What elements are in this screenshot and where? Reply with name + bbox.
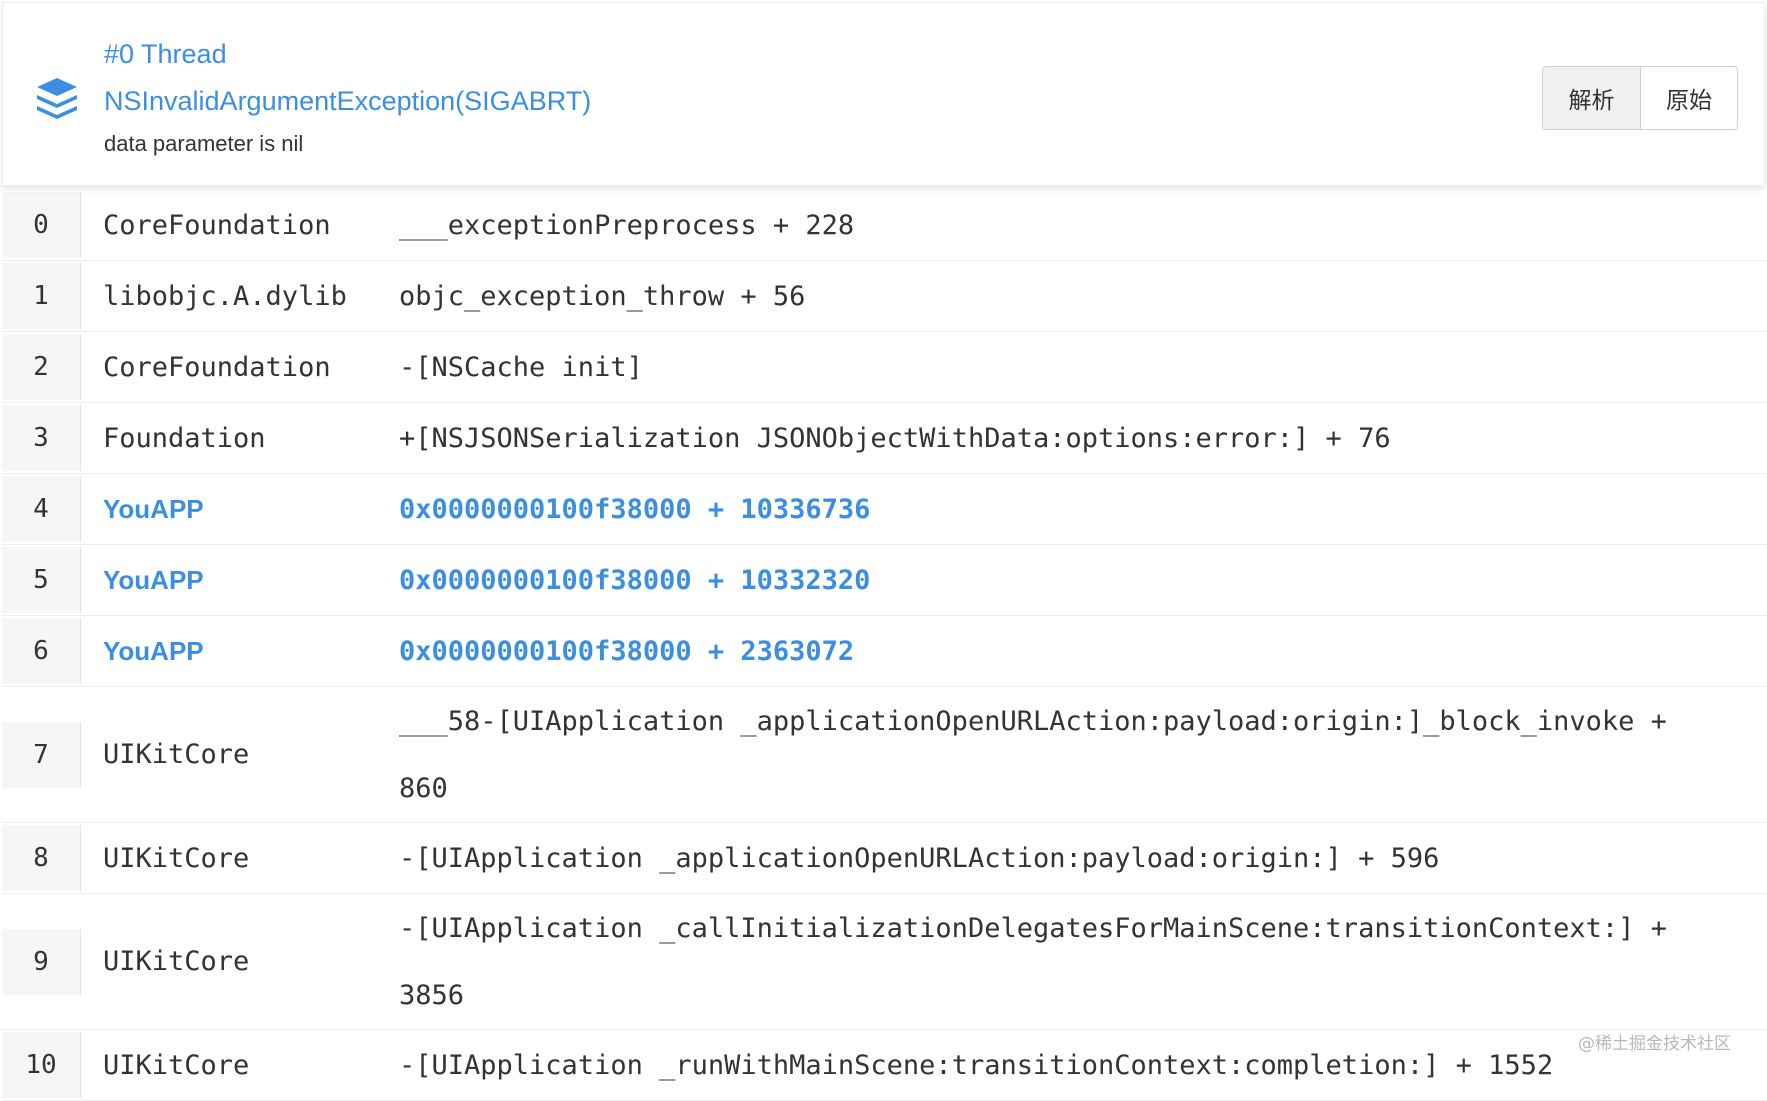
thread-title: #0 Thread: [104, 39, 227, 69]
frame-symbol: -[UIApplication _applicationOpenURLActio…: [399, 842, 1440, 874]
frame-module: CoreFoundation: [103, 209, 331, 241]
stack-frame-row: 5 YouAPP 0x0000000100f38000 + 10332320: [2, 545, 1767, 616]
frame-module: YouAPP: [103, 493, 204, 524]
stack-frame-row: 9 UIKitCore -[UIApplication _callInitializ…: [2, 894, 1767, 1030]
exception-reason: data parameter is nil: [104, 131, 304, 156]
frame-index: 6: [2, 618, 81, 684]
frame-module: Foundation: [103, 422, 266, 454]
frame-module: UIKitCore: [103, 842, 250, 874]
frame-symbol: 0x0000000100f38000 + 10336736: [399, 493, 871, 525]
view-mode-toggle: 解析 原始: [1542, 66, 1738, 130]
frame-index: 8: [2, 825, 81, 891]
stack-frame-row: 2 CoreFoundation -[NSCache init]: [2, 332, 1767, 403]
stack-frame-row: 3 Foundation +[NSJSONSerialization JSONObj…: [2, 403, 1767, 474]
frame-index: 3: [2, 405, 81, 471]
frame-module: libobjc.A.dylib: [103, 280, 347, 312]
frame-module: UIKitCore: [103, 1049, 250, 1081]
frame-index: 5: [2, 547, 81, 613]
raw-view-button[interactable]: 原始: [1640, 67, 1737, 129]
frame-symbol: -[NSCache init]: [399, 351, 643, 383]
frame-index: 10: [2, 1032, 81, 1098]
stack-frame-row: 1 libobjc.A.dylib objc_exception_throw + 5…: [2, 261, 1767, 332]
stack-frame-row: 6 YouAPP 0x0000000100f38000 + 2363072: [2, 616, 1767, 687]
layers-icon: [37, 78, 77, 119]
frame-symbol: +[NSJSONSerialization JSONObjectWithData…: [399, 422, 1391, 454]
frame-index: 4: [2, 476, 81, 542]
frame-module: YouAPP: [103, 564, 204, 595]
exception-name: NSInvalidArgumentException(SIGABRT): [104, 86, 592, 116]
frame-module: CoreFoundation: [103, 351, 331, 383]
thread-header: #0 Thread NSInvalidArgumentException(SIG…: [2, 2, 1765, 186]
stack-frame-row: 0 CoreFoundation ___exceptionPreprocess + …: [2, 190, 1767, 261]
frame-module: UIKitCore: [103, 946, 250, 977]
frame-symbol: 0x0000000100f38000 + 2363072: [399, 635, 855, 667]
frame-symbol: 0x0000000100f38000 + 10332320: [399, 564, 871, 596]
frame-index: 1: [2, 263, 81, 329]
stack-frame-row: 7 UIKitCore ___58-[UIApplication _applicat…: [2, 687, 1767, 823]
stack-frame-row: 4 YouAPP 0x0000000100f38000 + 10336736: [2, 474, 1767, 545]
parsed-view-button[interactable]: 解析: [1543, 67, 1640, 129]
frame-symbol: -[UIApplication _callInitializationDeleg…: [399, 912, 1667, 1011]
frame-symbol: ___58-[UIApplication _applicationOpenURL…: [399, 705, 1667, 804]
frame-symbol: -[UIApplication _runWithMainScene:transi…: [399, 1049, 1554, 1081]
frame-symbol: objc_exception_throw + 56: [399, 280, 806, 312]
frame-index: 7: [2, 721, 81, 788]
stack-frame-row: 10 UIKitCore -[UIApplication _runWithMainS…: [2, 1030, 1767, 1101]
frame-module: YouAPP: [103, 635, 204, 666]
frame-index: 0: [2, 192, 81, 258]
frame-module: UIKitCore: [103, 739, 250, 770]
stack-frame-row: 8 UIKitCore -[UIApplication _applicationOp…: [2, 823, 1767, 894]
frame-index: 9: [2, 928, 81, 995]
frame-symbol: ___exceptionPreprocess + 228: [399, 209, 855, 241]
watermark: @稀土掘金技术社区: [1578, 1034, 1731, 1054]
frame-index: 2: [2, 334, 81, 400]
